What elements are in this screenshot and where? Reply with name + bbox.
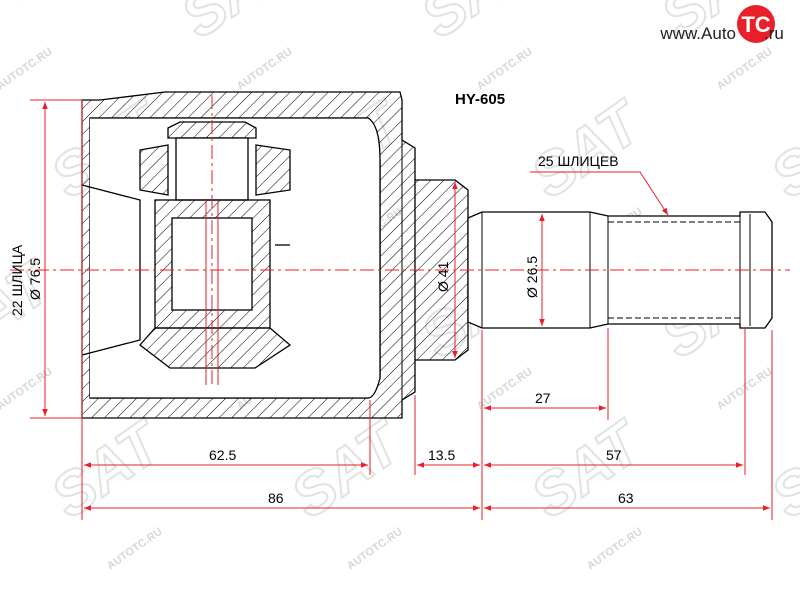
watermark-logo: SAT <box>0 0 66 51</box>
watermark-logo: SAT <box>759 407 800 531</box>
dim-57: 57 <box>606 447 622 463</box>
brand-prefix: www.Auto <box>659 24 736 43</box>
watermark-url: AUTOTC.RU <box>105 526 165 573</box>
brand-logo: www.Auto TC .ru <box>659 5 784 43</box>
watermark-url: AUTOTC.RU <box>475 46 535 93</box>
dim-housing-splines: 22 ШЛИЦА <box>9 244 25 316</box>
dim-27: 27 <box>535 390 551 406</box>
trunnion-left <box>139 144 169 196</box>
tripod-assembly <box>139 121 292 369</box>
watermark-url: AUTOTC.RU <box>585 526 645 573</box>
dimension-lines <box>30 99 773 520</box>
watermark-logo: SAT <box>519 87 656 211</box>
watermark-logo: SAT <box>519 407 656 531</box>
dim-63: 63 <box>618 490 634 506</box>
brand-suffix: .ru <box>764 24 784 43</box>
brand-logo-text: TC <box>741 12 770 37</box>
center-lines <box>10 95 790 385</box>
watermark-logo: SAT <box>409 0 546 51</box>
spider-lower <box>139 327 292 369</box>
dimension-labels: Ø 76.5 22 ШЛИЦА Ø 41 Ø 26.5 25 ШЛИЦЕВ 27… <box>9 153 634 506</box>
brand-circle-icon <box>737 5 775 43</box>
trunnion-right <box>255 144 291 196</box>
watermark-logo: SAT <box>39 407 176 531</box>
dim-86: 86 <box>268 490 284 506</box>
watermark-logo: SAT <box>169 0 306 51</box>
watermark-logo: SAT <box>759 87 800 211</box>
dim-shaft-splines: 25 ШЛИЦЕВ <box>538 153 619 169</box>
dim-housing-diameter: Ø 76.5 <box>27 258 43 300</box>
watermark-logo: SAT <box>279 407 416 531</box>
watermark-url: AUTOTC.RU <box>0 366 55 413</box>
dim-shaft-diameter: Ø 26.5 <box>524 256 540 298</box>
dim-62-5: 62.5 <box>209 447 236 463</box>
watermark-url: AUTOTC.RU <box>235 46 295 93</box>
watermark-url: AUTOTC.RU <box>475 366 535 413</box>
watermark-url: AUTOTC.RU <box>345 526 405 573</box>
watermark-url: AUTOTC.RU <box>0 46 55 93</box>
part-number: HY-605 <box>455 91 505 108</box>
dim-neck-diameter: Ø 41 <box>435 261 451 292</box>
watermark-url: AUTOTC.RU <box>715 46 775 93</box>
dim-13-5: 13.5 <box>428 447 455 463</box>
